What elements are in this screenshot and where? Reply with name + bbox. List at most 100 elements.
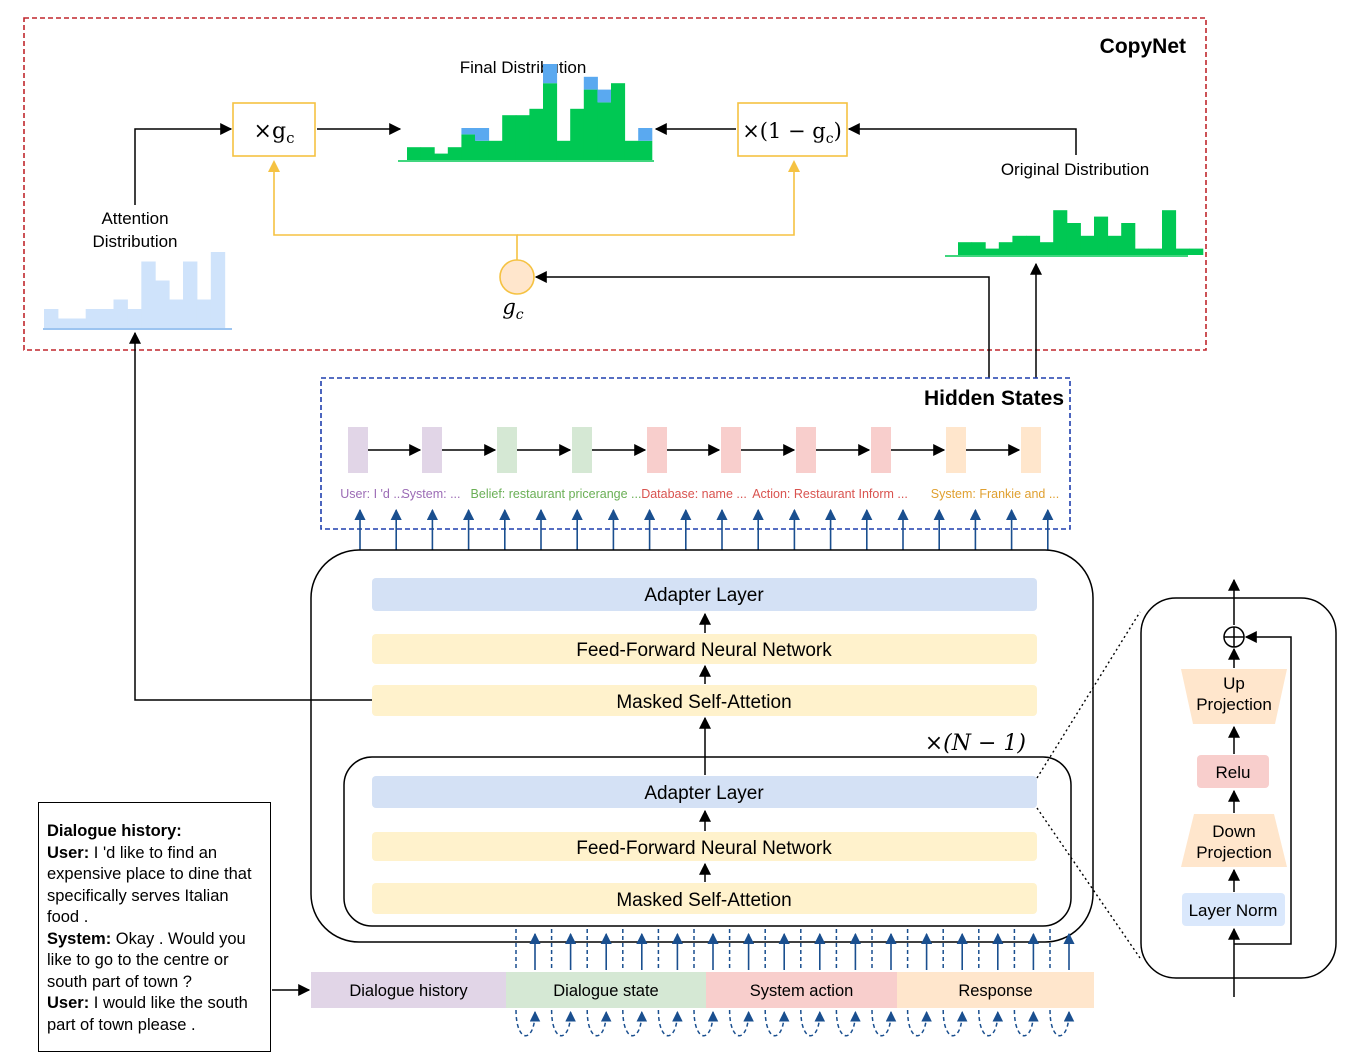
final-bar bbox=[638, 140, 653, 160]
final-bar bbox=[597, 102, 612, 160]
zoom-line-top bbox=[1036, 611, 1141, 779]
final-bar bbox=[611, 83, 626, 160]
final-copy-bar bbox=[583, 76, 598, 90]
final-bar bbox=[434, 153, 449, 160]
gate-circle bbox=[499, 259, 535, 295]
original-bar bbox=[971, 242, 986, 255]
original-bar bbox=[1162, 210, 1177, 255]
attention-bar bbox=[169, 299, 184, 328]
input-segment-label: System action bbox=[750, 982, 854, 1000]
original-bar bbox=[1121, 223, 1136, 255]
mult-one-minus-gc-label: ×(1 − gc) bbox=[742, 119, 842, 147]
final-bar bbox=[502, 115, 517, 160]
zoom-line-bottom bbox=[1036, 807, 1141, 959]
layer-norm-block bbox=[1182, 893, 1285, 926]
dialogue-turn-1: User: I 'd like to find an expensive pla… bbox=[47, 843, 252, 927]
hidden-state-input-arrows bbox=[354, 508, 1054, 550]
attention-bar bbox=[196, 299, 212, 328]
down-projection-label-1: Down bbox=[1212, 822, 1255, 841]
hidden-state-token: System: ... bbox=[401, 487, 460, 501]
original-bar bbox=[998, 242, 1013, 255]
attention-bar bbox=[183, 261, 198, 328]
up-projection-label-1: Up bbox=[1223, 674, 1245, 693]
original-bar bbox=[1148, 248, 1163, 255]
attention-bar bbox=[141, 261, 156, 328]
input-loop-arrow bbox=[1049, 1009, 1075, 1037]
inner-adapter-label: Adapter Layer bbox=[644, 783, 764, 804]
outer-adapter-layer bbox=[372, 578, 1037, 611]
attention-bar bbox=[113, 299, 128, 328]
final-bar bbox=[515, 115, 530, 160]
original-bar bbox=[1094, 216, 1109, 255]
attention-bar bbox=[210, 252, 226, 328]
final-copy-bar bbox=[475, 128, 490, 141]
input-sequence: Dialogue history Dialogue state System act… bbox=[311, 972, 1094, 1008]
outer-ffn-label: Feed-Forward Neural Network bbox=[576, 640, 832, 661]
input-loop-arrow bbox=[586, 1009, 612, 1037]
original-bar bbox=[1134, 248, 1149, 255]
original-bar bbox=[958, 242, 973, 255]
outer-ffn-layer bbox=[372, 634, 1037, 664]
mult-one-minus-gc-box bbox=[737, 102, 848, 157]
dialogue-turn-3: User: I would like the south part of tow… bbox=[47, 994, 248, 1034]
original-bar bbox=[1012, 235, 1027, 255]
inner-ffn-layer bbox=[372, 832, 1037, 861]
mult-gc-box bbox=[232, 102, 316, 157]
relu-label: Relu bbox=[1216, 763, 1251, 782]
hidden-state-vector bbox=[946, 427, 966, 473]
final-distribution-chart bbox=[407, 64, 653, 160]
input-loop-arrow bbox=[764, 1009, 790, 1037]
final-bar bbox=[543, 83, 558, 160]
attention-bar bbox=[85, 309, 101, 328]
hidden-state-token: Action: Restaurant Inform ... bbox=[752, 487, 908, 501]
input-loop-arrow bbox=[906, 1009, 932, 1037]
original-bar bbox=[1175, 248, 1190, 255]
hidden-state-token: System: Frankie and ... bbox=[931, 487, 1060, 501]
hidden-state-token: Database: name ... bbox=[641, 487, 747, 501]
inner-ffn-label: Feed-Forward Neural Network bbox=[576, 838, 832, 859]
final-bar bbox=[407, 147, 422, 160]
original-bar bbox=[985, 248, 1000, 255]
input-loop-arrow bbox=[550, 1009, 576, 1037]
final-bar bbox=[447, 147, 462, 160]
hidden-state-vector bbox=[871, 427, 891, 473]
outer-adapter-label: Adapter Layer bbox=[644, 585, 764, 606]
input-loop-arrow bbox=[657, 1009, 683, 1037]
hidden-state-vector bbox=[796, 427, 816, 473]
hidden-state-vector bbox=[422, 427, 442, 473]
hidden-state-vectors bbox=[348, 427, 1041, 473]
dialogue-turn-2: System: Okay . Would you like to go to t… bbox=[47, 929, 246, 991]
original-bar bbox=[1107, 235, 1122, 255]
input-segment-label: Dialogue state bbox=[553, 982, 659, 1000]
layer-norm-label: Layer Norm bbox=[1189, 901, 1278, 920]
original-bar bbox=[1039, 242, 1054, 255]
hidden-states-region bbox=[320, 377, 1071, 530]
hidden-state-vector bbox=[497, 427, 517, 473]
final-copy-bar bbox=[461, 128, 476, 135]
input-loop-arrow bbox=[978, 1009, 1004, 1037]
final-copy-bar bbox=[638, 128, 653, 141]
input-loop-arrow bbox=[1013, 1009, 1039, 1037]
input-dependency-arrows bbox=[515, 929, 1075, 1037]
input-segment-label: Dialogue history bbox=[349, 982, 468, 1000]
inner-adapter-layer bbox=[372, 776, 1037, 808]
gate-line bbox=[273, 164, 518, 260]
inner-transformer-block bbox=[343, 756, 1072, 927]
attention-bar bbox=[57, 318, 73, 328]
input-loop-arrow bbox=[515, 1009, 541, 1037]
final-bar bbox=[556, 140, 571, 160]
hidden-state-vector bbox=[647, 427, 667, 473]
up-projection-label-2: Projection bbox=[1196, 695, 1272, 714]
inner-attention-layer bbox=[372, 883, 1037, 914]
attention-distribution-chart bbox=[44, 252, 226, 328]
final-bar bbox=[529, 108, 544, 160]
final-bar bbox=[583, 89, 598, 160]
residual-connection bbox=[1234, 631, 1292, 945]
attention-bar bbox=[71, 318, 87, 328]
original-bar bbox=[1026, 235, 1041, 255]
mult-gc-label: ×gc bbox=[254, 119, 295, 147]
down-projection-block bbox=[1181, 814, 1287, 867]
final-bar bbox=[570, 108, 585, 160]
input-segment bbox=[311, 972, 506, 1008]
